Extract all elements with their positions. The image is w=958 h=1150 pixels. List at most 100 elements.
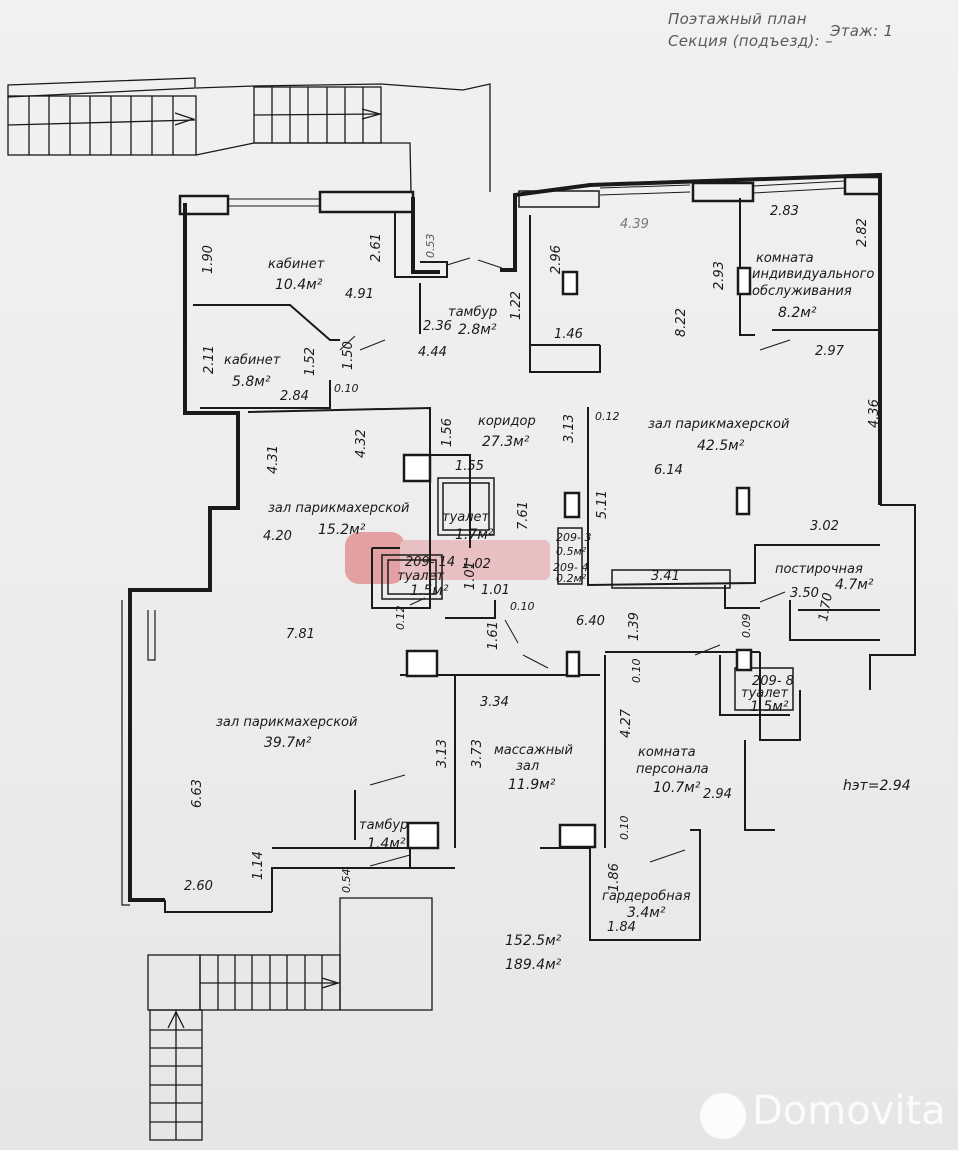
dim-2.61: 2.61 <box>369 233 384 262</box>
room-name-toilet-2: туалет <box>397 569 445 584</box>
room-name-vestibule-2: тамбур <box>359 818 408 833</box>
dim-6.63: 6.63 <box>190 779 205 808</box>
dim-0.12b: 0.12 <box>394 606 407 631</box>
room-area-toilet-1: 1.7м² <box>455 527 494 543</box>
dim-0.10a: 0.10 <box>334 382 359 395</box>
room-area-cabinet-2: 5.8м² <box>232 374 271 390</box>
room-area-wardrobe: 3.4м² <box>627 905 666 921</box>
dim-0.10c: 0.10 <box>630 659 643 684</box>
dim-2.83: 2.83 <box>770 204 799 219</box>
room-area-salon-3: 39.7м² <box>264 735 312 751</box>
room-name-salon-3: зал парикмахерской <box>216 715 357 730</box>
dim-1.55: 1.55 <box>455 459 484 474</box>
dim-4.39: 4.39 <box>620 217 649 232</box>
room-code-toilet-2: 209- 14 <box>405 555 455 570</box>
section-label: Секция (подъезд): – <box>668 32 833 50</box>
room-name-massage-2: зал <box>516 759 539 774</box>
dim-6.40: 6.40 <box>576 614 605 629</box>
room-name-cabinet-1: кабинет <box>268 257 325 272</box>
dim-8.22: 8.22 <box>674 308 689 337</box>
room-area-209-3: 0.5м² <box>556 545 587 558</box>
bottom-staircase <box>147 897 433 1141</box>
total-area: 189.4м² <box>505 957 562 973</box>
dim-4.91: 4.91 <box>345 287 374 302</box>
dim-1.01b: 1.01 <box>481 583 510 598</box>
dim-4.36: 4.36 <box>867 399 882 428</box>
dim-3.50: 3.50 <box>790 586 819 601</box>
dim-2.97: 2.97 <box>815 344 845 359</box>
room-name-individual-3: обслуживания <box>752 284 852 299</box>
dim-1.22: 1.22 <box>509 291 524 320</box>
room-area-massage: 11.9м² <box>508 777 556 793</box>
dim-1.86: 1.86 <box>607 863 622 892</box>
room-name-staff-1: комната <box>638 745 696 760</box>
exterior-walls <box>128 172 882 902</box>
dim-0.09: 0.09 <box>740 614 753 639</box>
room-area-cabinet-1: 10.4м² <box>275 277 323 293</box>
dim-3.73: 3.73 <box>470 739 485 768</box>
dim-4.27: 4.27 <box>619 708 634 738</box>
dim-3.41: 3.41 <box>651 569 680 584</box>
room-area-209-4: 0.2м² <box>556 572 587 585</box>
dim-1.39: 1.39 <box>627 612 642 641</box>
room-code-209-3: 209- 3 <box>556 531 591 544</box>
domovita-logo-icon <box>700 1093 746 1139</box>
dim-0.10b: 0.10 <box>510 600 535 613</box>
room-name-salon-1: зал парикмахерской <box>648 417 789 432</box>
room-area-laundry: 4.7м² <box>835 577 874 593</box>
room-area-corridor: 27.3м² <box>482 434 530 450</box>
domovita-watermark: Domovita <box>752 1088 946 1134</box>
room-area-vestibule-1: 2.8м² <box>458 322 497 338</box>
room-name-corridor: коридор <box>478 414 536 429</box>
top-windows <box>178 175 882 216</box>
room-name-individual-1: комната <box>756 251 814 266</box>
dim-1.56: 1.56 <box>440 418 455 447</box>
dim-4.32: 4.32 <box>354 429 369 458</box>
dim-0.12a: 0.12 <box>595 410 620 423</box>
dim-4.31: 4.31 <box>266 445 281 474</box>
door-swings <box>339 257 791 867</box>
dim-7.81: 7.81 <box>286 627 315 642</box>
dim-1.50: 1.50 <box>341 341 356 370</box>
room-area-salon-2: 15.2м² <box>318 522 366 538</box>
room-name-staff-2: персонала <box>636 762 709 777</box>
dim-0.54: 0.54 <box>340 869 353 894</box>
dim-2.11: 2.11 <box>202 345 217 374</box>
room-name-vestibule-1: тамбур <box>448 305 497 320</box>
room-name-cabinet-2: кабинет <box>224 353 281 368</box>
room-name-wardrobe: гардеробная <box>602 889 691 904</box>
dim-3.02: 3.02 <box>810 519 839 534</box>
dim-2.93: 2.93 <box>712 261 727 290</box>
room-name-massage-1: массажный <box>494 743 573 758</box>
dim-7.61: 7.61 <box>516 501 531 530</box>
room-name-laundry: постирочная <box>775 562 863 577</box>
dim-1.90: 1.90 <box>201 245 216 274</box>
dim-1.61: 1.61 <box>486 621 501 650</box>
dim-4.20: 4.20 <box>263 529 292 544</box>
plan-title: Поэтажный план <box>668 10 807 28</box>
dim-2.36: 2.36 <box>423 319 452 334</box>
room-name-toilet-1: туалет <box>442 510 490 525</box>
room-area-vestibule-2: 1.4м² <box>367 836 406 852</box>
room-name-individual-2: индивидуального <box>752 267 874 282</box>
dim-2.94: 2.94 <box>703 787 732 802</box>
left-wall-detail <box>121 600 156 906</box>
dim-2.96: 2.96 <box>549 245 564 274</box>
floor-label: Этаж: 1 <box>830 22 894 40</box>
dim-3.34: 3.34 <box>480 695 509 710</box>
room-area-toilet-3: 1.5м² <box>750 699 789 715</box>
columns <box>402 266 753 850</box>
top-staircase <box>7 77 491 193</box>
ceiling-height: hэт=2.94 <box>843 778 911 794</box>
dim-1.52: 1.52 <box>303 347 318 376</box>
dim-2.60: 2.60 <box>184 879 213 894</box>
dim-0.53: 0.53 <box>424 234 437 259</box>
room-area-toilet-2: 1.5м² <box>410 583 449 599</box>
room-area-salon-1: 42.5м² <box>697 438 745 454</box>
room-name-salon-2: зал парикмахерской <box>268 501 409 516</box>
fixtures <box>381 477 794 711</box>
dim-3.13b: 3.13 <box>435 739 450 768</box>
total-living-area: 152.5м² <box>505 933 562 949</box>
